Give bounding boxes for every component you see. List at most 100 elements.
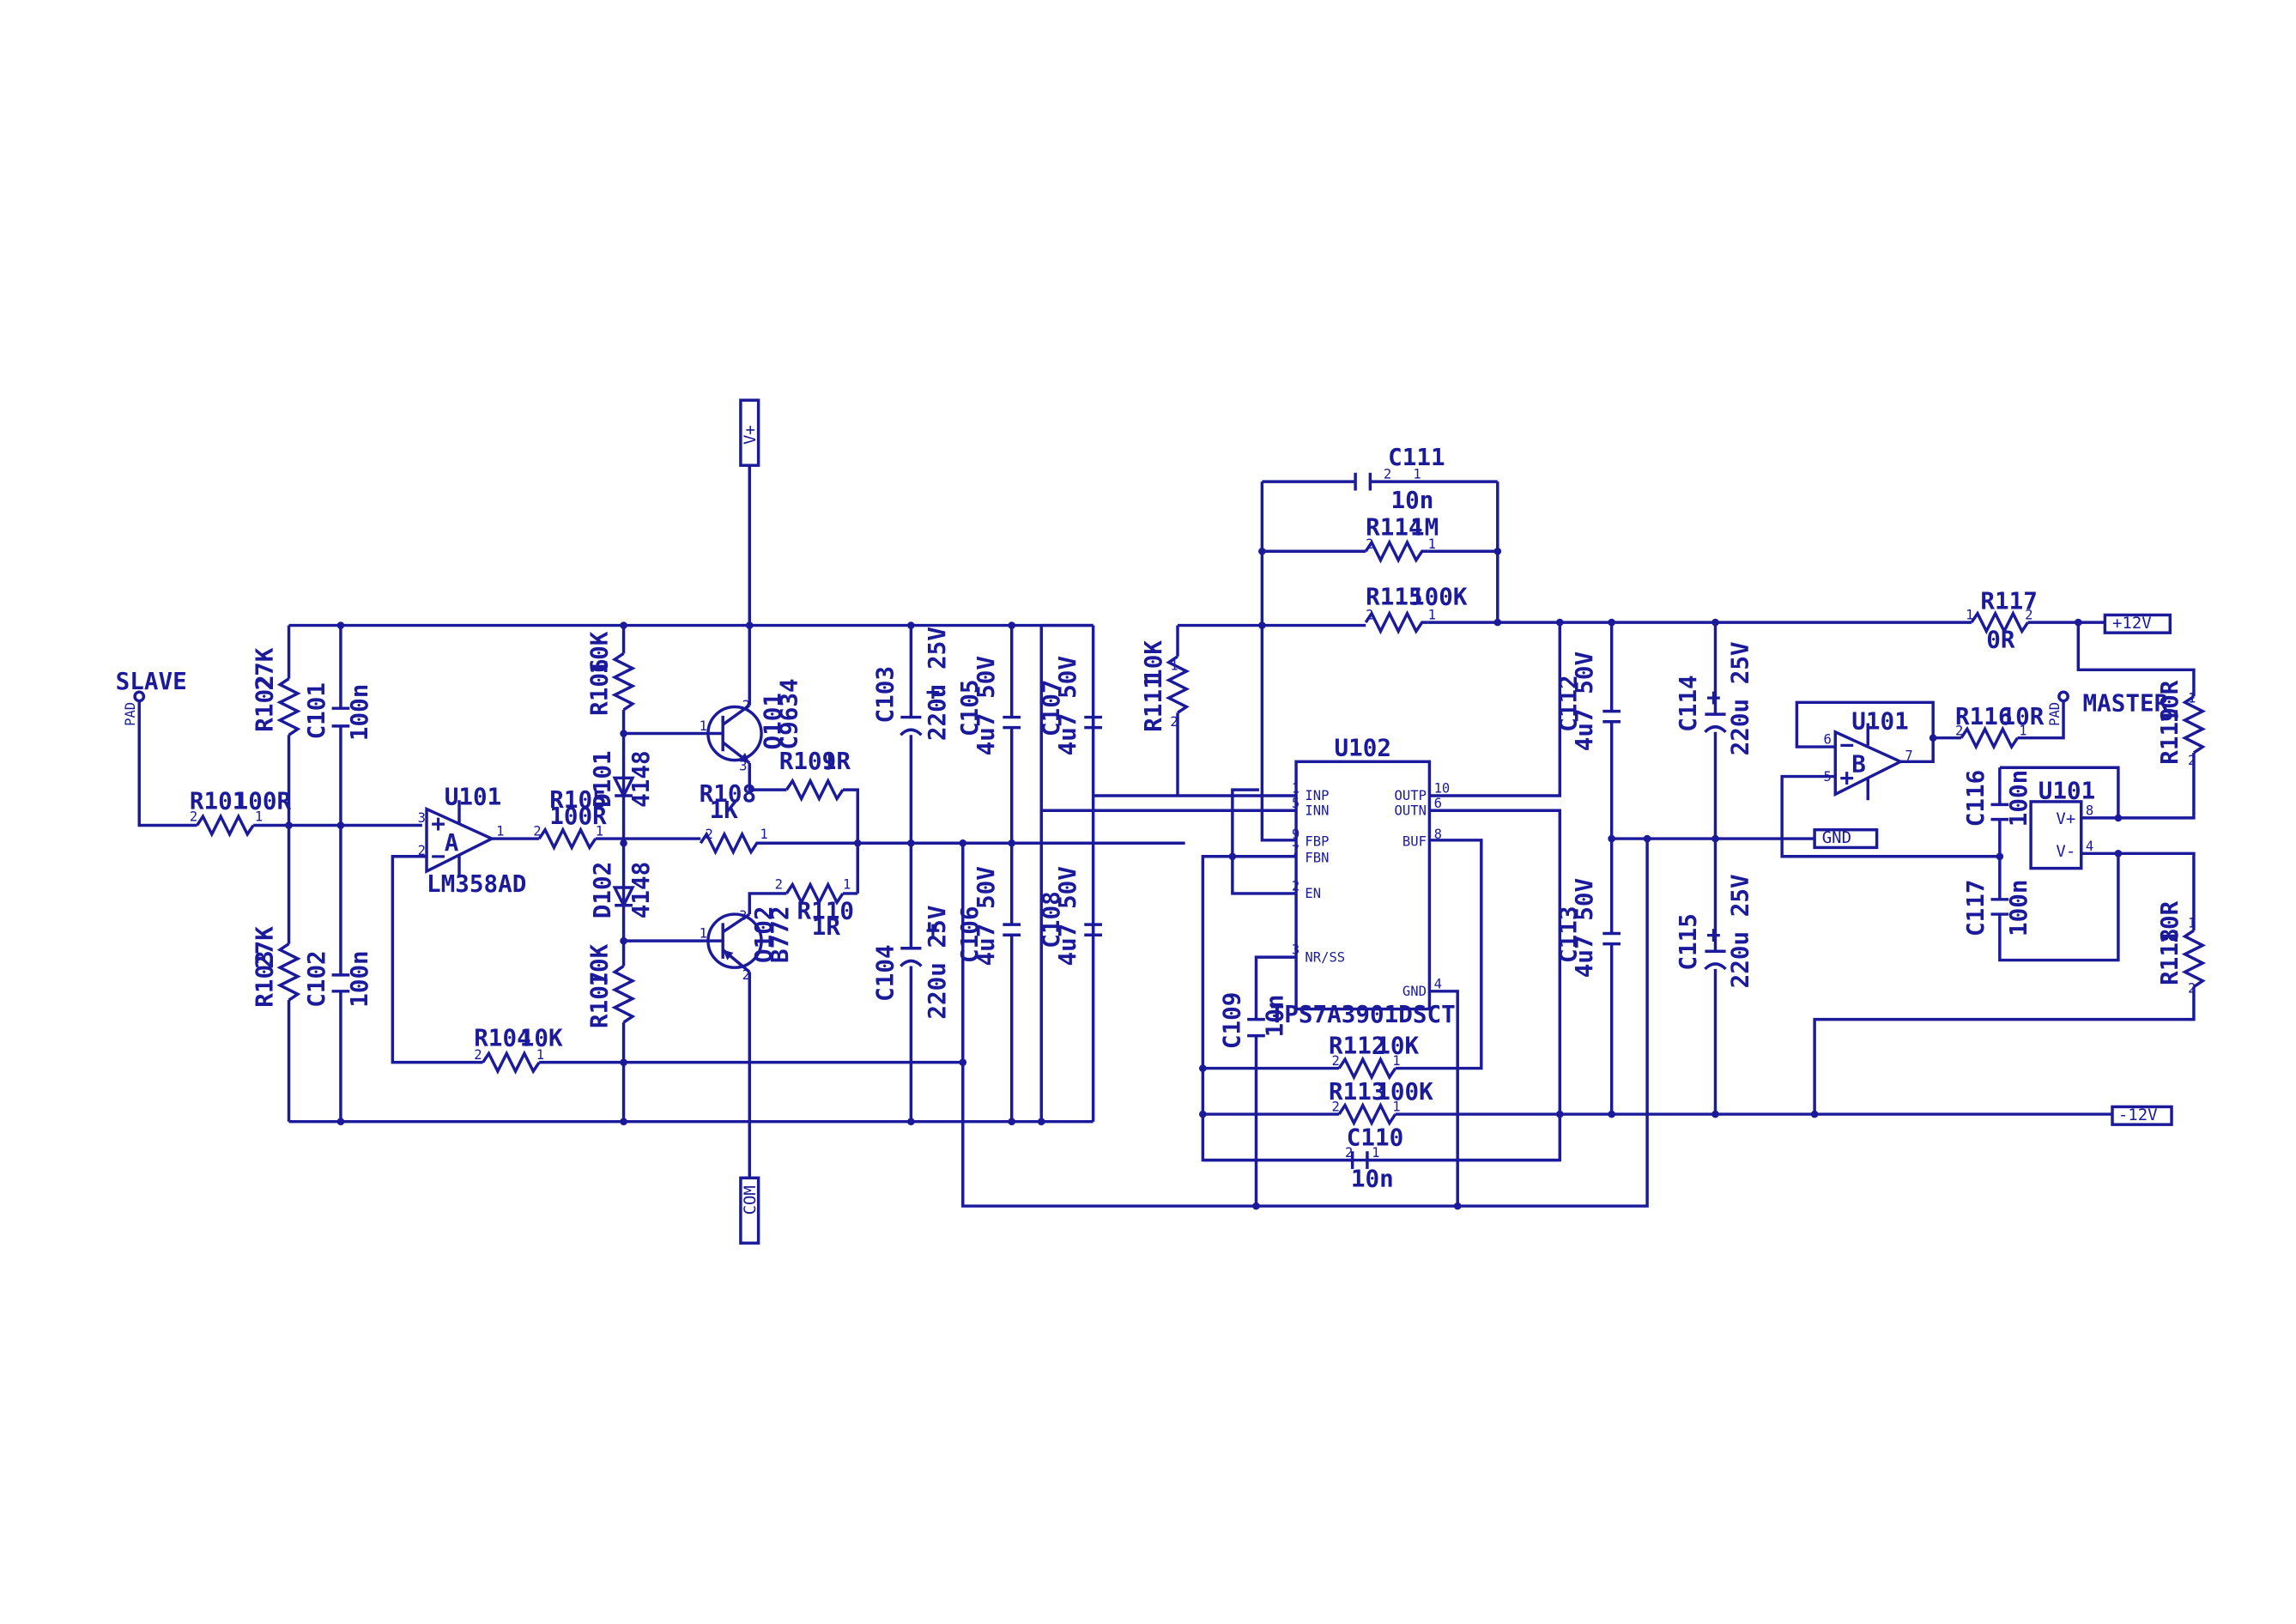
r119-value: 10R [2155,680,2184,723]
resistor-r117 [1970,609,2030,635]
pin-number: 1 [1170,657,1178,673]
wire-nrss [1254,955,1297,1207]
pin-number: 6 [1434,796,1442,811]
resistor-r107 [611,965,636,1024]
c104-polarity: + [926,916,941,944]
pin-number: 2 [1345,1145,1353,1160]
wire-opamp-b-inv [1795,700,1935,748]
port-m12-label: -12V [2118,1106,2158,1124]
r112-ref: R112 [1329,1031,1386,1059]
pin-number: 10 [1434,781,1451,797]
pin-number: 7 [1905,748,1912,764]
junctions [285,547,2123,1210]
c111-ref: C111 [1388,443,1445,471]
semiconductor-labels: Q101 C9634 Q102 B772 D101 4148 D102 4148 [588,678,803,963]
capacitor-c104 [900,947,923,967]
c106-ref: C106 [955,906,984,964]
junction-dot [1608,618,1615,627]
pin-number: 2 [474,1047,482,1063]
u101b-ref: U101 [1851,706,1909,735]
port-p12-box [2103,613,2172,634]
junction-dot [620,730,627,737]
c101-value: 100n [345,684,373,742]
pin-number: 1 [255,809,263,824]
pin-number: 2 [190,809,197,824]
junction-dot [959,839,967,847]
wire-output-node-down [961,839,1649,1208]
pin-number: 2 [2025,608,2032,623]
c113-ref: C113 [1554,906,1582,964]
pin-number: 8 [1434,827,1442,842]
q101-ref: Q101 [759,693,787,750]
resistors [196,539,2207,1127]
pin-number: 2 [1331,1053,1339,1069]
c110-value: 10n [1351,1165,1394,1193]
wire-r119-bottom [2117,752,2196,820]
capacitor-c102 [331,973,350,993]
ic-pin-gnd: GND [1402,984,1427,999]
port-vplus-label: V+ [741,425,760,445]
pin-number: 2 [1331,1100,1339,1115]
u101c-ref: U101 [2039,776,2096,804]
capacitor-c111 [1354,472,1372,491]
c109-value: 10n [1261,994,1289,1037]
c113-value: 4u7 50V [1570,878,1598,978]
pin-number: 1 [760,827,767,842]
wire-buf [1395,839,1483,1070]
junction-dot [1258,621,1266,629]
capacitor-c116 [1990,803,2009,821]
c110-ref: C110 [1347,1123,1404,1151]
r111-value: 10K [1139,640,1167,683]
ic-pin-inp: INP [1305,788,1329,803]
pin-number: 1 [2188,690,2196,706]
r102-value: 27K [251,647,279,690]
junction-dot [1555,618,1564,627]
capacitor-c103 [900,715,923,736]
junction-dot [1252,1202,1260,1210]
junction-dot [620,1118,627,1126]
pin-number: 3 [739,759,747,774]
r104-value: 10K [520,1024,563,1052]
pin-number: 2 [775,877,783,893]
port-vplus-box [739,398,760,467]
pin-number: 2 [742,967,750,983]
capacitor-c106 [1003,923,1021,936]
transistor-q102 [705,912,763,973]
u101a-ref: U101 [445,782,502,810]
capacitor-labels: C101 100n C102 100n C103 220u 25V C104 2… [302,443,2032,1192]
c111-value: 10n [1391,486,1434,514]
r103-value: 27K [251,926,279,969]
r116-ref: R116 [1955,702,2013,730]
resistor-r113 [1337,1101,1397,1127]
u101c-vp: V+ [2056,809,2075,828]
pin-number: 7 [1292,843,1299,858]
c115-polarity: + [1706,920,1721,948]
pin-number: 4 [1434,976,1442,991]
r107-ref: R107 [585,971,614,1028]
c115-value: 220u 25V [1725,874,1754,988]
capacitor-c114 [1704,712,1727,734]
junction-dot [1929,734,1937,742]
d101-ref: D101 [588,750,616,808]
d102-ref: D102 [588,862,616,919]
r102-ref: R102 [251,675,279,732]
wire-opamp-b-ninv [1780,774,2000,858]
wires [137,465,2196,1208]
c117-ref: C117 [1961,879,1990,936]
pin-numbers: 2 1 3 2 1 2 1 2 1 2 1 1 2 3 1 3 2 2 1 1 … [190,467,2196,1160]
resistor-r119 [2181,694,2207,754]
master-pad-icon [2057,690,2069,703]
junction-dot [1555,1110,1564,1118]
pin-number: 2 [1170,714,1178,730]
junction-dot [1608,1110,1615,1118]
d102-part: 4148 [627,862,655,919]
pin-number: 1 [1292,781,1299,797]
wire-c116-top [1999,766,2120,818]
r110-ref: R110 [797,896,854,924]
ic-pin-nrss: NR/SS [1305,949,1345,965]
r117-value: 0R [1986,625,2015,653]
port-com-label: COM [741,1185,760,1215]
junction-dot [620,621,627,629]
pin-number: 1 [1428,608,1436,623]
